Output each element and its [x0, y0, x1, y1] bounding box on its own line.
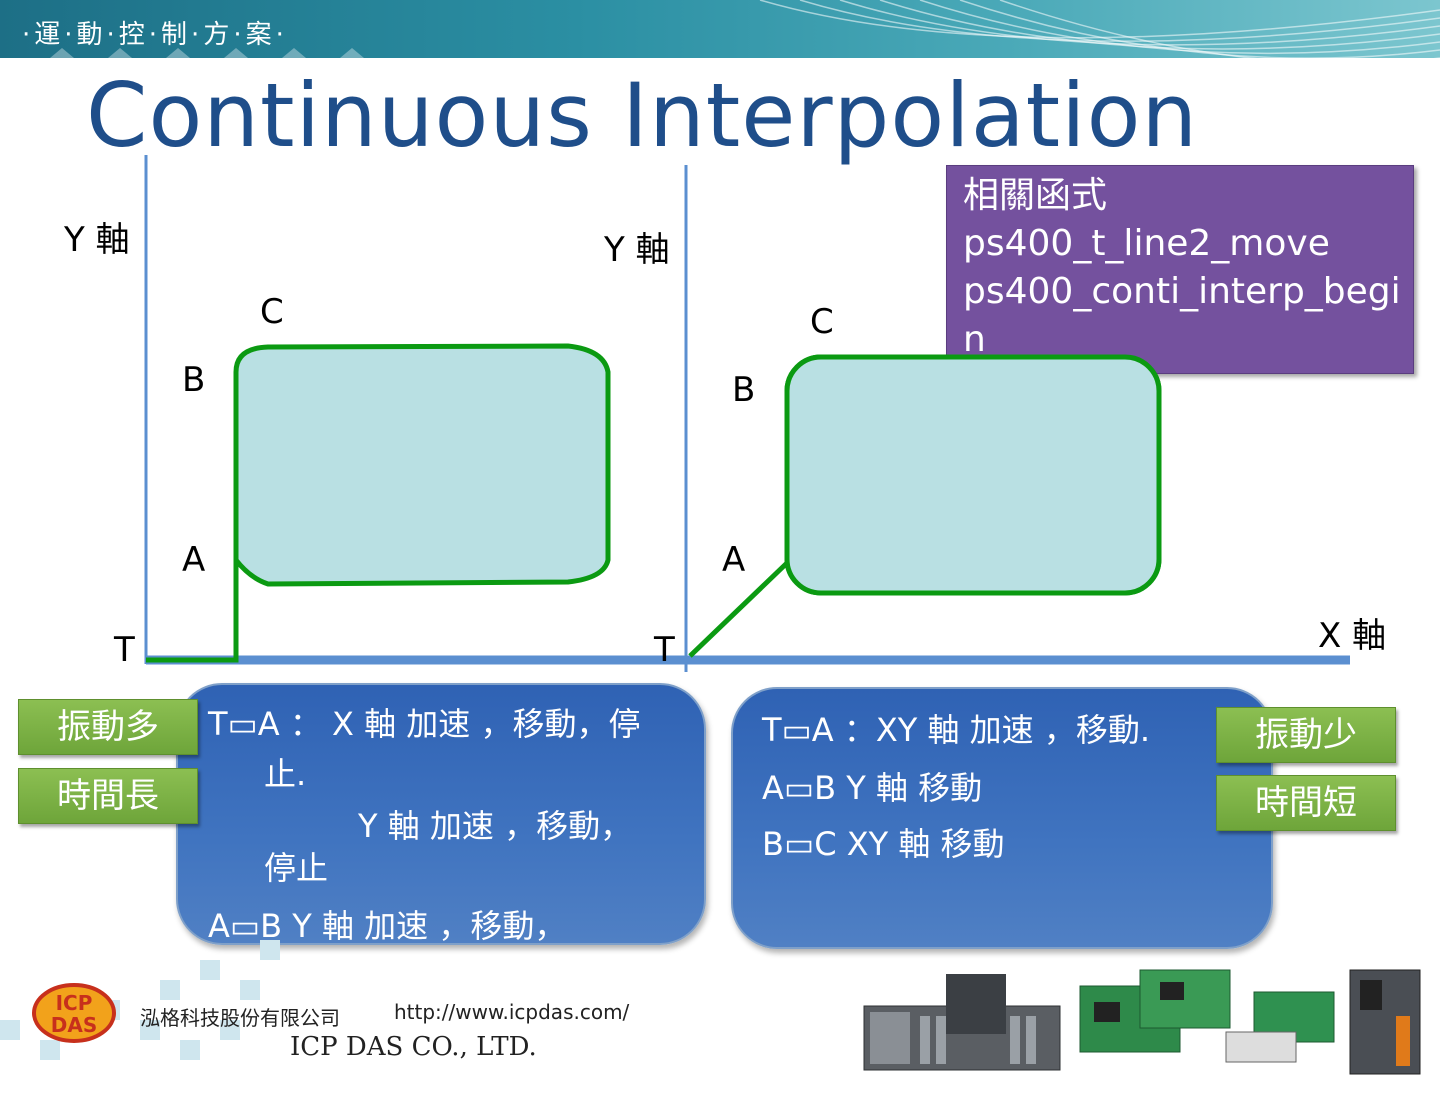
- svg-text:DAS: DAS: [51, 1013, 97, 1037]
- left-point-c: C: [260, 292, 284, 332]
- tag-vibration-more: 振動多: [18, 699, 198, 755]
- company-name-en: ICP DAS CO., LTD.: [290, 1032, 537, 1062]
- company-url[interactable]: http://www.icpdas.com/: [394, 1000, 630, 1024]
- left-point-b: B: [182, 360, 206, 400]
- panel-line: 止.: [264, 755, 307, 793]
- right-point-a: A: [722, 540, 746, 580]
- panel-line: B▭C XY 軸 移動: [762, 825, 1005, 863]
- panel-line: Y 軸 加速 ，移動，: [358, 807, 633, 845]
- banner-wave-decoration: [50, 0, 1440, 58]
- left-description-panel: [176, 683, 706, 945]
- panel-line: 停止: [264, 849, 329, 887]
- right-approach-path: [688, 560, 790, 658]
- company-name: 泓格科技股份有限公司: [140, 1006, 340, 1030]
- controller-module-image: [1349, 969, 1421, 1075]
- banner-text: ·運·動·控·制·方·案·: [22, 20, 288, 50]
- panel-line-overflow: B▭C XY 軸 加速 ，移動，: [208, 1009, 589, 1047]
- related-functions-box: 相關函式 ps400_t_line2_move ps400_conti_inte…: [946, 165, 1414, 374]
- function-item: ps400_conti_interp_begin: [963, 271, 1401, 360]
- icpdas-logo: ICP DAS: [32, 983, 116, 1043]
- right-y-axis-label: Y 軸: [604, 230, 670, 270]
- right-point-c: C: [810, 302, 834, 342]
- right-description-panel: [731, 687, 1273, 949]
- top-banner: ·運·動·控·制·方·案·: [0, 0, 1440, 58]
- tag-time-short: 時間短: [1216, 775, 1396, 831]
- tag-time-long: 時間長: [18, 768, 198, 824]
- io-board-image: [1225, 991, 1335, 1063]
- product-images: [863, 969, 1421, 1075]
- pci-card-image: [1079, 969, 1231, 1053]
- left-interpolation-path: [233, 343, 611, 587]
- functions-heading: 相關函式: [963, 175, 1108, 216]
- left-point-t: T: [114, 630, 135, 670]
- right-point-t: T: [654, 630, 675, 670]
- slide-title: Continuous Interpolation: [86, 64, 1199, 167]
- panel-line: T▭A ：XY 軸 加速 ，移動.: [762, 711, 1151, 749]
- panel-line: T▭A ： X 軸 加速 ，移動，停: [208, 705, 641, 743]
- panel-line: A▭B Y 軸 移動: [762, 769, 983, 807]
- svg-text:ICP: ICP: [56, 991, 93, 1015]
- right-interpolation-path: [784, 354, 1162, 596]
- right-point-b: B: [732, 370, 756, 410]
- panel-line: A▭B Y 軸 加速 ，移動，: [208, 907, 567, 945]
- x-axis-label: X 軸: [1318, 616, 1387, 656]
- left-point-a: A: [182, 540, 206, 580]
- plc-rack-image: [863, 974, 1061, 1071]
- function-item: ps400_t_line2_move: [963, 223, 1330, 264]
- left-approach-path: [146, 560, 239, 663]
- left-y-axis-label: Y 軸: [64, 220, 130, 260]
- tag-vibration-less: 振動少: [1216, 707, 1396, 763]
